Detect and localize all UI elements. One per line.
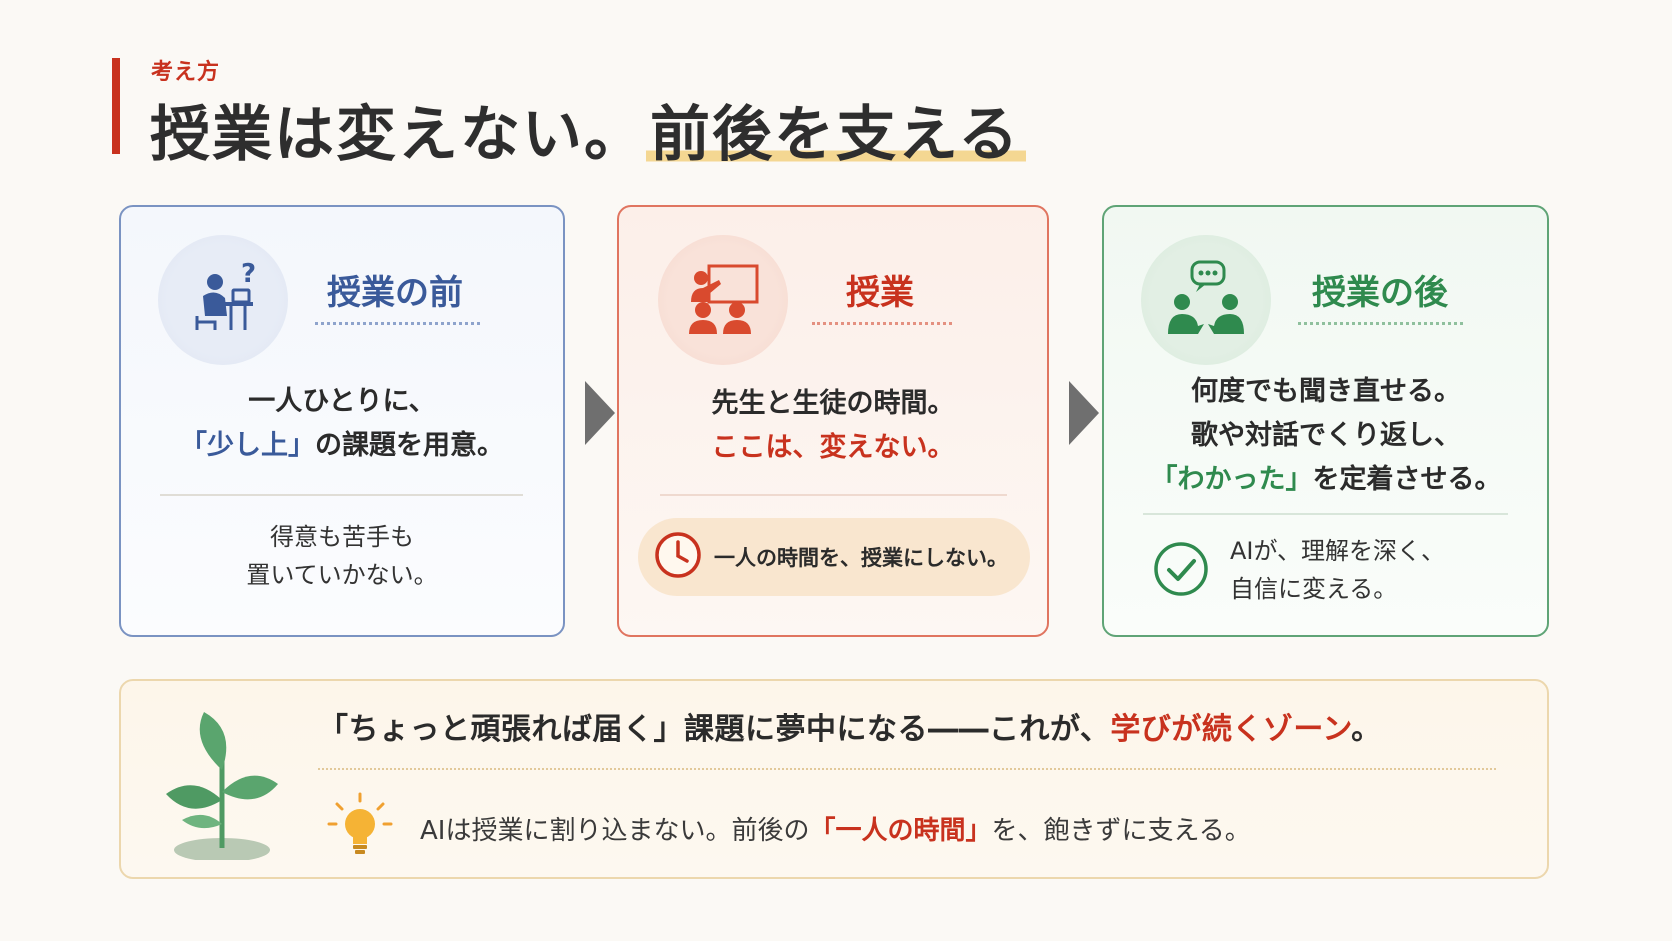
teacher-whiteboard-icon (658, 235, 788, 365)
sub-line: AIが、理解を深く、 (1230, 537, 1446, 565)
card-body: 何度でも聞き直せる。 歌や対話でくり返し、 「わかった」を定着させる。 (1112, 370, 1540, 502)
body-line: 歌や対話でくり返し、 (1191, 420, 1461, 451)
card-subtext: 得意も苦手も 置いていかない。 (130, 518, 554, 594)
heading-dots (315, 322, 480, 325)
card-body: 一人ひとりに、 「少し上」の課題を用意。 (130, 380, 554, 468)
two-people-conversation-icon (1141, 235, 1271, 365)
body-line: 先生と生徒の時間。 (711, 388, 955, 419)
emphasis-text: ここは、変えない。 (711, 432, 955, 463)
lightbulb-icon (325, 790, 395, 864)
clock-icon (652, 529, 704, 585)
flow-arrow-icon (1069, 381, 1099, 445)
eyebrow-label: 考え方 (151, 60, 221, 85)
note-emphasis: 「一人の時間」 (809, 816, 992, 846)
sprout-icon (160, 700, 290, 864)
title-highlight: 前後を支える (646, 100, 1027, 170)
body-text: を定着させる。 (1312, 464, 1502, 495)
quote-emphasis: 学びが続くゾーン (1110, 712, 1352, 747)
note-text: を、飽きずに支える。 (991, 816, 1251, 846)
panel-dots (318, 768, 1496, 770)
accent-bar (112, 58, 120, 154)
student-at-desk-question-icon: ? (158, 235, 288, 365)
body-text: の課題を用意。 (315, 430, 504, 461)
quote-text: 「ちょっと頑張れば届く」課題に夢中になる――これが、 (318, 712, 1111, 747)
emphasis-text: 「わかった」 (1150, 464, 1313, 495)
flow-arrow-icon (585, 381, 615, 445)
sub-line: 置いていかない。 (246, 561, 438, 589)
title-part1: 授業は変えない。 (150, 100, 646, 170)
body-line: 一人ひとりに、 (248, 386, 436, 417)
check-circle-icon (1152, 540, 1210, 602)
summary-quote: 「ちょっと頑張れば届く」課題に夢中になる――これが、学びが続くゾーン。 (318, 704, 1382, 748)
page-title: 授業は変えない。前後を支える (150, 86, 1027, 173)
divider (160, 494, 523, 496)
body-line: 「わかった」を定着させる。 (1112, 458, 1540, 502)
card-heading: 授業 (846, 273, 914, 313)
sub-line: 得意も苦手も (270, 523, 414, 551)
body-line: 何度でも聞き直せる。 (1191, 376, 1461, 407)
info-pill: 一人の時間を、授業にしない。 (638, 518, 1030, 596)
divider (660, 494, 1007, 496)
quote-end: 。 (1351, 712, 1382, 747)
pill-text: 一人の時間を、授業にしない。 (714, 546, 1008, 570)
sub-line: 自信に変える。 (1230, 575, 1398, 603)
body-line: 「少し上」の課題を用意。 (130, 424, 554, 468)
note-text: AIは授業に割り込まない。前後の (420, 816, 810, 846)
heading-dots (812, 322, 952, 325)
card-heading: 授業の後 (1312, 273, 1448, 313)
emphasis-text: 「少し上」 (180, 430, 315, 461)
card-subtext: AIが、理解を深く、 自信に変える。 (1230, 532, 1445, 608)
card-heading: 授業の前 (327, 273, 463, 313)
card-body: 先生と生徒の時間。 ここは、変えない。 (628, 382, 1038, 470)
divider (1143, 513, 1508, 515)
svg-text:?: ? (241, 259, 256, 289)
heading-dots (1298, 322, 1463, 325)
summary-note: AIは授業に割り込まない。前後の「一人の時間」を、飽きずに支える。 (420, 810, 1251, 847)
